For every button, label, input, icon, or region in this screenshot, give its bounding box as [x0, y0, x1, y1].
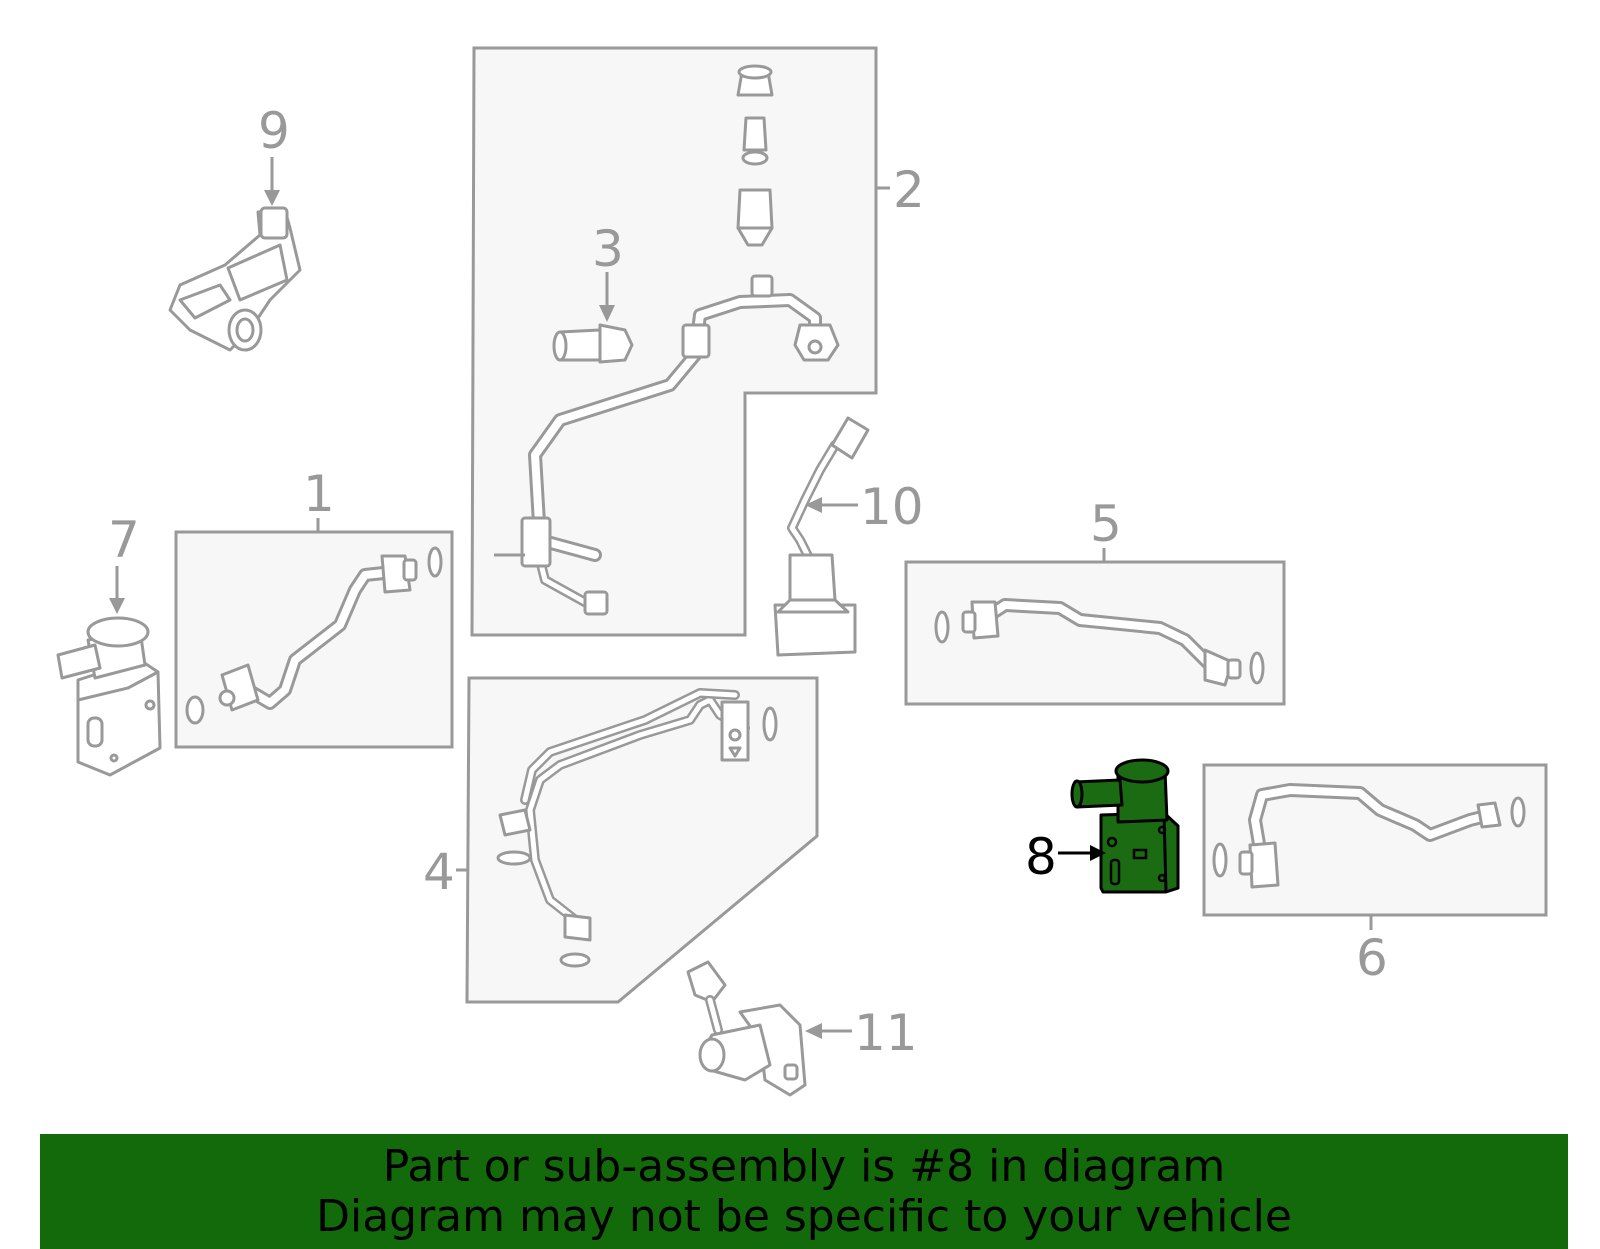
notice-banner: Part or sub-assembly is #8 in diagram Di…: [40, 1134, 1568, 1249]
part-7[interactable]: [56, 616, 162, 777]
part-9[interactable]: [168, 206, 302, 352]
callout-4[interactable]: 4: [423, 843, 455, 901]
part-5-panel[interactable]: [904, 560, 1286, 706]
callout-5[interactable]: 5: [1090, 495, 1122, 553]
callout-3[interactable]: 3: [592, 220, 624, 278]
callout-10[interactable]: 10: [860, 478, 924, 536]
callout-9[interactable]: 9: [258, 102, 290, 160]
part-11[interactable]: [686, 960, 807, 1097]
callout-11[interactable]: 11: [854, 1004, 918, 1062]
banner-line-1: Part or sub-assembly is #8 in diagram: [382, 1140, 1226, 1192]
part-4-panel[interactable]: [465, 676, 819, 1004]
part-10[interactable]: [773, 416, 870, 657]
callout-8[interactable]: 8: [1025, 828, 1057, 886]
callout-2[interactable]: 2: [893, 161, 925, 219]
callout-6[interactable]: 6: [1356, 929, 1388, 987]
part-1-panel[interactable]: [174, 530, 454, 749]
callout-7[interactable]: 7: [108, 511, 140, 569]
part-6-panel[interactable]: [1202, 763, 1548, 917]
part-3[interactable]: [552, 323, 634, 364]
banner-line-2: Diagram may not be specific to your vehi…: [316, 1190, 1292, 1242]
part-2-panel[interactable]: [470, 46, 878, 637]
callout-1[interactable]: 1: [303, 465, 335, 523]
part-8-highlighted[interactable]: [1070, 758, 1180, 894]
